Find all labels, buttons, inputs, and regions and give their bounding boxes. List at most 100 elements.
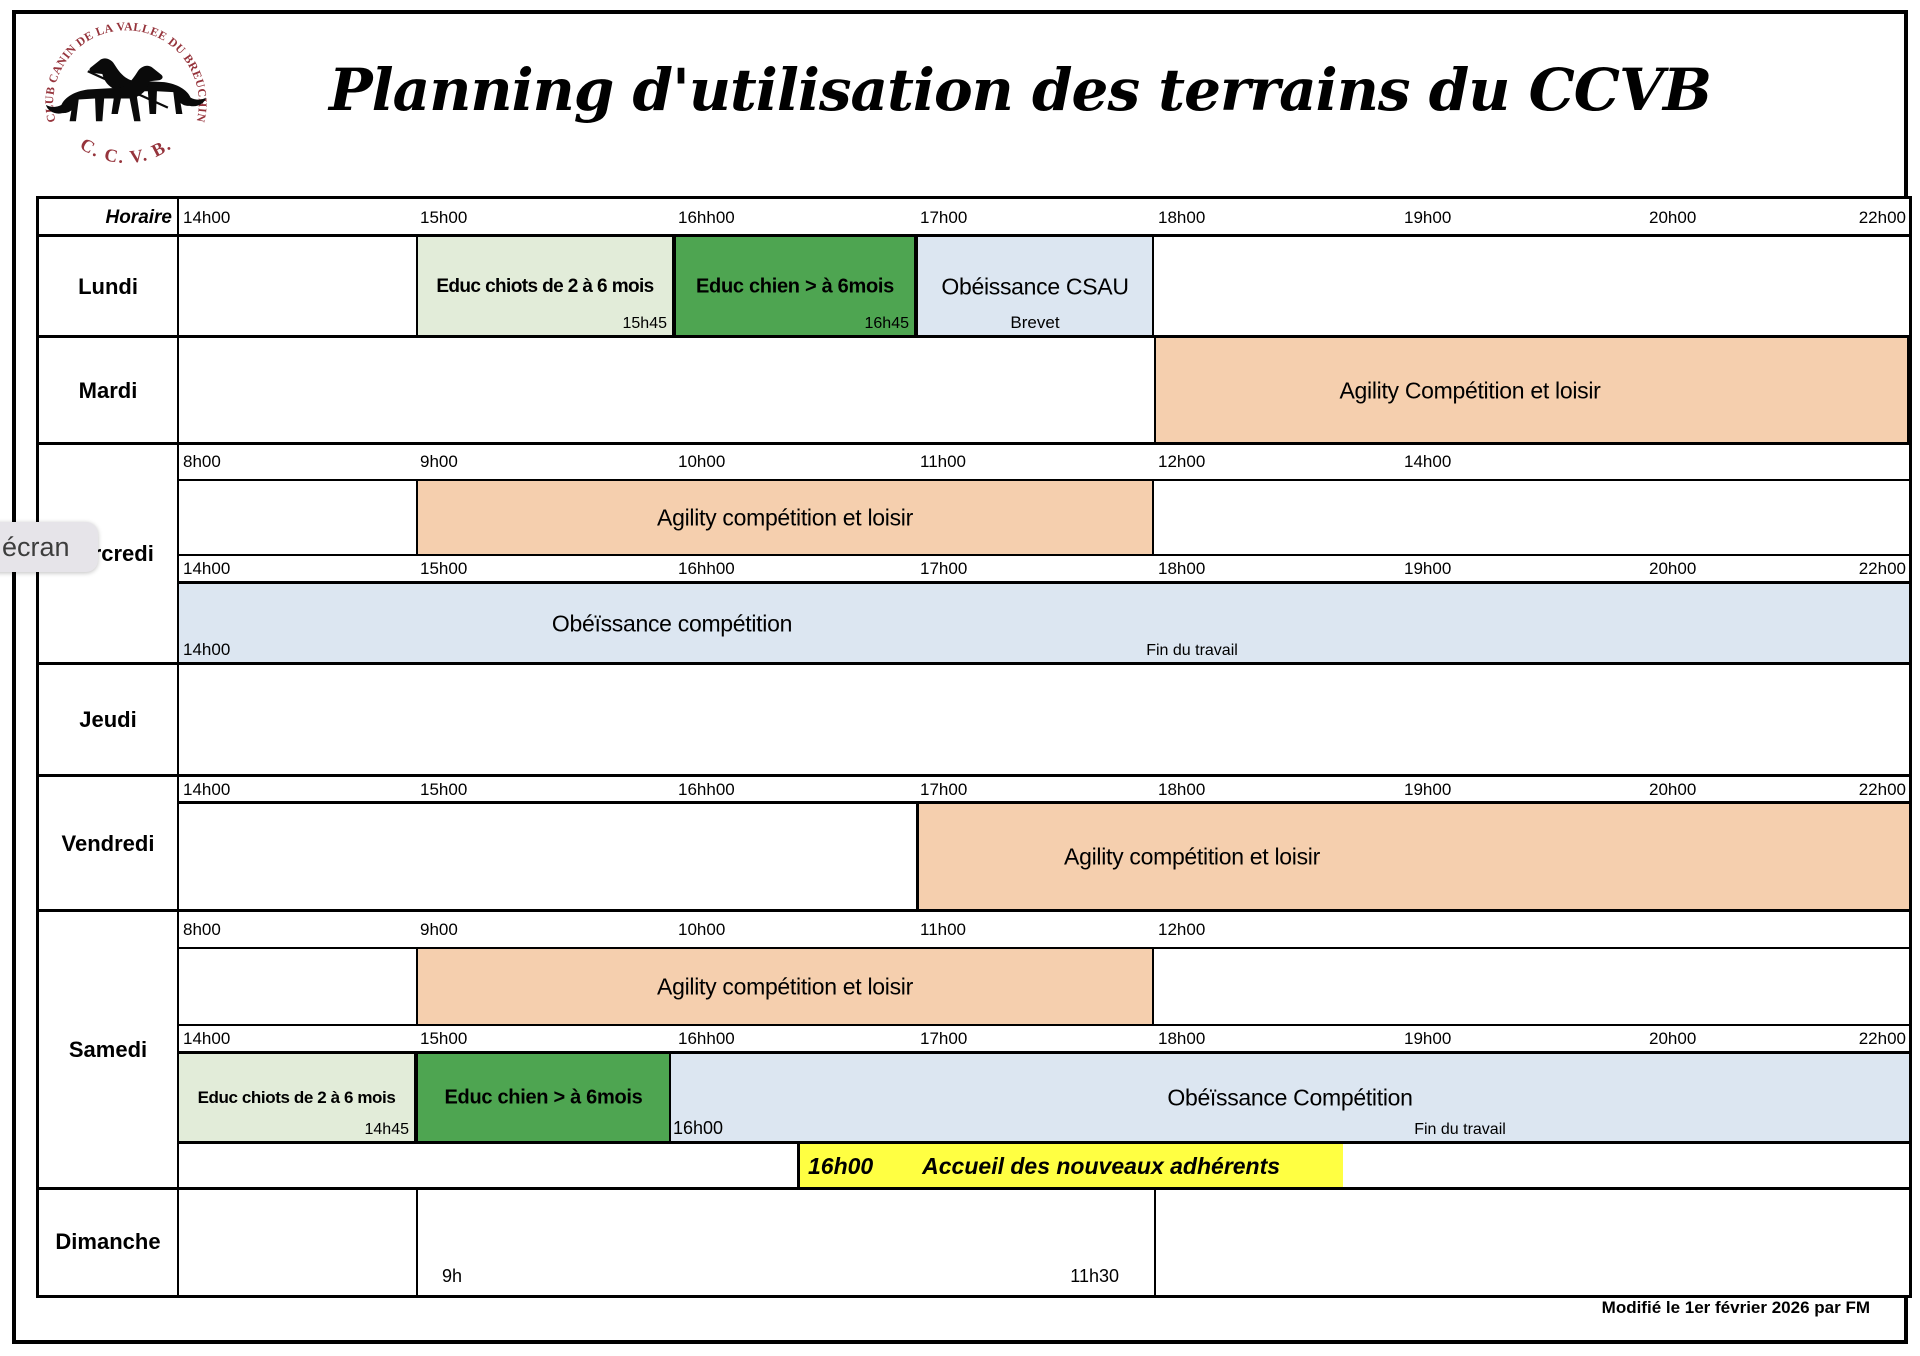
time-tick: 16hh00 <box>678 207 735 227</box>
event-label: Educ chiots de 2 à 6 mois <box>436 275 654 297</box>
row-samedi-afternoon: Educ chiots de 2 à 6 mois 14h45 Educ chi… <box>179 1053 1909 1143</box>
time-tick: 20h00 <box>1649 779 1697 799</box>
day-cell-mardi: Mardi <box>39 337 179 444</box>
time-tick: 10h00 <box>678 919 726 939</box>
time-tick: 12h00 <box>1158 452 1206 471</box>
time-tick: 9h00 <box>420 452 458 471</box>
grid-line <box>179 554 1909 556</box>
samedi-morning-scale: 8h00 9h00 10h00 11h00 12h00 <box>179 911 1909 948</box>
event-agility-mardi: Agility Compétition et loisir <box>1154 337 1909 444</box>
header-time-scale: 14h00 15h00 16hh00 17h00 18h00 19h00 20h… <box>179 199 1909 236</box>
time-tick: 14h00 <box>1404 452 1452 471</box>
horaire-header-cell: Horaire <box>39 199 179 236</box>
time-tick: 15h00 <box>420 207 468 227</box>
time-tick: 22h00 <box>1858 559 1906 578</box>
grid-line <box>39 1187 1909 1190</box>
event-end-time: 11h30 <box>1070 1266 1119 1286</box>
grid-line <box>179 1141 1909 1144</box>
time-tick: 18h00 <box>1158 779 1206 799</box>
row-samedi-accueil: 16h00 Accueil des nouveaux adhérents <box>179 1143 1909 1189</box>
vendredi-scale: 14h00 15h00 16hh00 17h00 18h00 19h00 20h… <box>179 776 1909 803</box>
grid-line <box>39 909 1909 912</box>
time-tick: 19h00 <box>1404 559 1452 578</box>
samedi-afternoon-scale: 14h00 15h00 16hh00 17h00 18h00 19h00 20h… <box>179 1025 1909 1053</box>
grid-line <box>39 234 1909 237</box>
row-jeudi <box>179 664 1909 776</box>
event-label: Educ chiots de 2 à 6 mois <box>197 1088 396 1107</box>
event-label: Obéïssance compétition <box>551 610 793 636</box>
event-agility-mercredi: Agility compétition et loisir <box>416 480 1154 555</box>
time-tick: 16hh00 <box>678 559 735 578</box>
time-tick: 15h00 <box>420 559 468 578</box>
day-label: Samedi <box>68 1037 148 1062</box>
time-tick: 11h00 <box>920 919 967 939</box>
time-tick: 19h00 <box>1404 207 1452 227</box>
time-tick: 15h00 <box>420 779 468 799</box>
day-label: Lundi <box>78 273 138 299</box>
event-agility-vendredi: Agility compétition et loisir <box>916 803 1909 911</box>
row-vendredi: Agility compétition et loisir <box>179 803 1909 911</box>
logo-initials: C. C. V. B. <box>77 134 176 167</box>
day-label: Dimanche <box>55 1229 161 1254</box>
horaire-label: Horaire <box>105 206 172 228</box>
mercredi-afternoon-scale: 14h00 15h00 16hh00 17h00 18h00 19h00 20h… <box>179 555 1909 583</box>
time-tick: 14h00 <box>183 1029 231 1048</box>
time-tick: 17h00 <box>920 559 968 578</box>
time-tick: 20h00 <box>1649 1029 1697 1048</box>
time-tick: 19h00 <box>1404 1029 1452 1048</box>
row-mercredi-morning: Agility compétition et loisir <box>179 480 1909 555</box>
time-tick: 14h00 <box>183 779 231 799</box>
time-tick: 17h00 <box>920 1029 968 1048</box>
event-start-time: 16h00 <box>673 1118 724 1138</box>
time-tick: 16hh00 <box>678 1029 735 1048</box>
time-tick: 22h00 <box>1858 1029 1906 1048</box>
day-label: Jeudi <box>79 707 137 732</box>
event-label: Obéissance CSAU <box>941 273 1129 299</box>
time-tick: 8h00 <box>183 452 221 471</box>
grid-line <box>416 1189 418 1295</box>
event-educ-chiots-lundi: Educ chiots de 2 à 6 mois 15h45 <box>416 236 674 337</box>
dog-silhouettes-icon <box>45 58 207 122</box>
time-tick: 18h00 <box>1158 207 1206 227</box>
grid-line <box>1154 1189 1156 1295</box>
grid-line <box>179 581 1909 584</box>
time-tick: 8h00 <box>183 919 221 939</box>
grid-line <box>39 662 1909 665</box>
event-note: Fin du travail <box>1146 642 1238 659</box>
club-logo-ccvb: CLUB CANIN DE LA VALLEE DU BREUCHIN C. C… <box>42 19 209 167</box>
event-label: Agility Compétition et loisir <box>1339 377 1601 403</box>
event-educ-chien-samedi: Educ chien > à 6mois <box>416 1053 671 1143</box>
screen-share-tooltip-label: écran <box>2 531 70 562</box>
event-educ-chiots-samedi: Educ chiots de 2 à 6 mois 14h45 <box>179 1053 416 1143</box>
event-start-time: 14h00 <box>183 640 231 659</box>
time-tick: 22h00 <box>1858 207 1906 227</box>
grid-line <box>39 335 1909 338</box>
mercredi-morning-scale: 8h00 9h00 10h00 11h00 12h00 14h00 <box>179 444 1909 480</box>
time-tick: 10h00 <box>678 452 726 471</box>
time-tick: 19h00 <box>1404 779 1452 799</box>
page-title: Planning d'utilisation des terrains du C… <box>329 56 1712 124</box>
event-obeissance-mercredi: Obéïssance compétition 14h00 Fin du trav… <box>179 583 1909 664</box>
grid-line <box>39 442 1909 445</box>
event-obeissance-csau: Obéissance CSAU Brevet <box>916 236 1154 337</box>
event-sublabel: Brevet <box>1010 313 1060 332</box>
event-label: Agility compétition et loisir <box>1064 843 1320 870</box>
event-label: Obéïssance Compétition <box>1167 1084 1413 1111</box>
row-dimanche: 9h 11h30 <box>179 1189 1909 1295</box>
day-label: Vendredi <box>61 830 155 856</box>
time-tick: 20h00 <box>1649 207 1697 227</box>
grid-line <box>179 947 1909 949</box>
day-cell-dimanche: Dimanche <box>39 1189 179 1295</box>
day-cell-lundi: Lundi <box>39 236 179 337</box>
event-accueil-adherents: 16h00 Accueil des nouveaux adhérents <box>797 1143 1343 1189</box>
day-cell-samedi: Samedi <box>39 911 179 1189</box>
event-label: Educ chien > à 6mois <box>444 1086 643 1109</box>
time-tick: 17h00 <box>920 207 968 227</box>
event-end-time: 16h45 <box>864 315 910 332</box>
time-tick: 17h00 <box>920 779 968 799</box>
event-note: Fin du travail <box>1414 1121 1506 1138</box>
row-mercredi-afternoon: Obéïssance compétition 14h00 Fin du trav… <box>179 583 1909 664</box>
modified-note: Modifié le 1er février 2026 par FM <box>1601 1298 1870 1317</box>
event-educ-chien-lundi: Educ chien > à 6mois 16h45 <box>674 236 916 337</box>
row-mardi: Agility Compétition et loisir <box>179 337 1909 444</box>
